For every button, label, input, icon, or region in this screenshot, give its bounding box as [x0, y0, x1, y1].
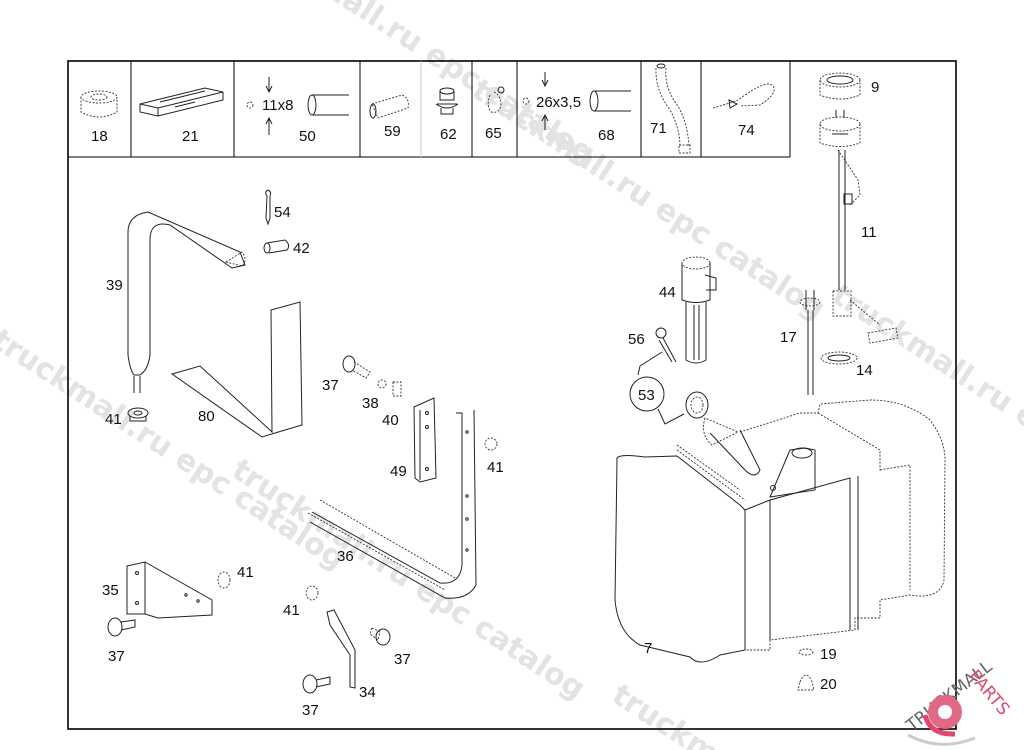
part-label: 59 [384, 123, 401, 140]
part-68-hose-icon[interactable]: 26x3,5 68 [522, 72, 631, 144]
part-label: 71 [650, 120, 667, 137]
part-38-washer[interactable]: 38 [362, 379, 387, 412]
part-18-washer-icon[interactable]: 18 [80, 90, 118, 145]
part-label: 65 [485, 125, 502, 142]
callout-14: 14 [856, 362, 873, 379]
part-37-bolt-a[interactable]: 37 [322, 355, 371, 394]
callout-41: 41 [283, 602, 300, 619]
part-49-bracket[interactable]: 49 [390, 397, 437, 483]
part-80-strap-pad[interactable]: 80 [170, 301, 303, 438]
part-65-clamp-icon[interactable]: 65 [485, 86, 505, 142]
part-label: 68 [598, 127, 615, 144]
part-42-sleeve[interactable]: 42 [263, 239, 310, 257]
callout-38: 38 [362, 395, 379, 412]
callout-37: 37 [322, 377, 339, 394]
callout-39: 39 [106, 277, 123, 294]
part-36-support[interactable]: 36 [307, 409, 477, 599]
watermark: truckmall.ru epc catalog [226, 452, 592, 706]
callout-19: 19 [820, 646, 837, 663]
callout-20: 20 [820, 676, 837, 693]
part-14-seal[interactable]: 14 [820, 351, 873, 379]
part-37-bolt-d[interactable]: 37 [302, 674, 331, 719]
callout-49: 49 [390, 463, 407, 480]
group-53-callout[interactable]: 53 [629, 351, 709, 425]
part-74-cable-tie-icon[interactable]: 74 [712, 83, 775, 139]
part-41-nut-b[interactable]: 41 [484, 437, 504, 476]
callout-80: 80 [198, 408, 215, 425]
callout-37: 37 [302, 702, 319, 719]
part-34-bracket[interactable]: 34 [326, 609, 376, 701]
part-label: 18 [91, 128, 108, 145]
watermark: truckmall.ru epc catalog [466, 72, 832, 326]
part-41-washer-d[interactable]: 41 [283, 585, 319, 619]
part-35-bracket[interactable]: 35 [102, 561, 213, 619]
part-19-washer[interactable]: 19 [798, 646, 837, 663]
callout-37: 37 [394, 651, 411, 668]
part-label: 74 [738, 122, 755, 139]
callout-34: 34 [359, 684, 376, 701]
part-37-bolt-c[interactable]: 37 [369, 627, 411, 668]
part-54-pin[interactable]: 54 [265, 189, 291, 226]
watermark: truckmall.ru epc catalog [0, 322, 351, 576]
callout-9: 9 [871, 79, 879, 96]
hose-dimension: 11x8 [262, 97, 293, 114]
callout-41: 41 [105, 411, 122, 428]
part-62-grommet-icon[interactable]: 62 [435, 87, 459, 143]
diagram-frame [67, 60, 957, 730]
part-40-plate[interactable]: 40 [382, 381, 402, 429]
part-17-pipe[interactable]: 17 [780, 290, 821, 395]
callout-56: 56 [628, 331, 645, 348]
part-59-sleeve-icon[interactable]: 59 [369, 94, 409, 140]
part-71-bent-pipe-icon[interactable]: 71 [650, 63, 691, 154]
part-7-fuel-tank[interactable]: 7 [614, 399, 946, 663]
callout-44: 44 [659, 284, 676, 301]
callout-17: 17 [780, 329, 797, 346]
callout-7: 7 [644, 640, 652, 657]
callout-41: 41 [237, 564, 254, 581]
callout-41: 41 [487, 459, 504, 476]
callout-54: 54 [274, 204, 291, 221]
part-56-key[interactable]: 56 [628, 327, 677, 363]
part-44-filler-strainer[interactable]: 44 [659, 256, 717, 364]
callout-53: 53 [638, 387, 655, 404]
part-41-washer-c[interactable]: 41 [217, 564, 254, 589]
part-39-strap[interactable]: 39 [106, 211, 246, 393]
part-label: 62 [440, 126, 457, 143]
callout-42: 42 [293, 240, 310, 257]
callout-36: 36 [337, 548, 354, 565]
watermark: truckmall.ru epc catalog [826, 277, 1024, 531]
callout-11: 11 [861, 224, 877, 241]
part-11-level-sensor[interactable]: 11 [819, 110, 899, 344]
part-label: 50 [299, 128, 316, 145]
truckmall-parts-logo: TRUCKMALL PARTS [902, 657, 1013, 746]
part-21-rail-icon[interactable]: 21 [139, 87, 224, 145]
callout-35: 35 [102, 582, 119, 599]
part-41-nut-a[interactable]: 41 [105, 407, 149, 428]
part-37-bolt-b[interactable]: 37 [107, 617, 136, 665]
header-parts-strip: 18 21 11x8 50 59 62 [68, 61, 791, 158]
gear-icon [907, 695, 976, 746]
part-label: 21 [182, 128, 199, 145]
callout-37: 37 [108, 648, 125, 665]
part-50-hose-icon[interactable]: 11x8 50 [246, 77, 349, 145]
part-9-cap-ring[interactable]: 9 [819, 72, 879, 100]
hose-dimension: 26x3,5 [536, 94, 581, 111]
fuel-level-sender-assembly[interactable]: 9 11 14 [819, 72, 899, 379]
callout-40: 40 [382, 412, 399, 429]
part-20-drain-plug[interactable]: 20 [797, 674, 837, 693]
